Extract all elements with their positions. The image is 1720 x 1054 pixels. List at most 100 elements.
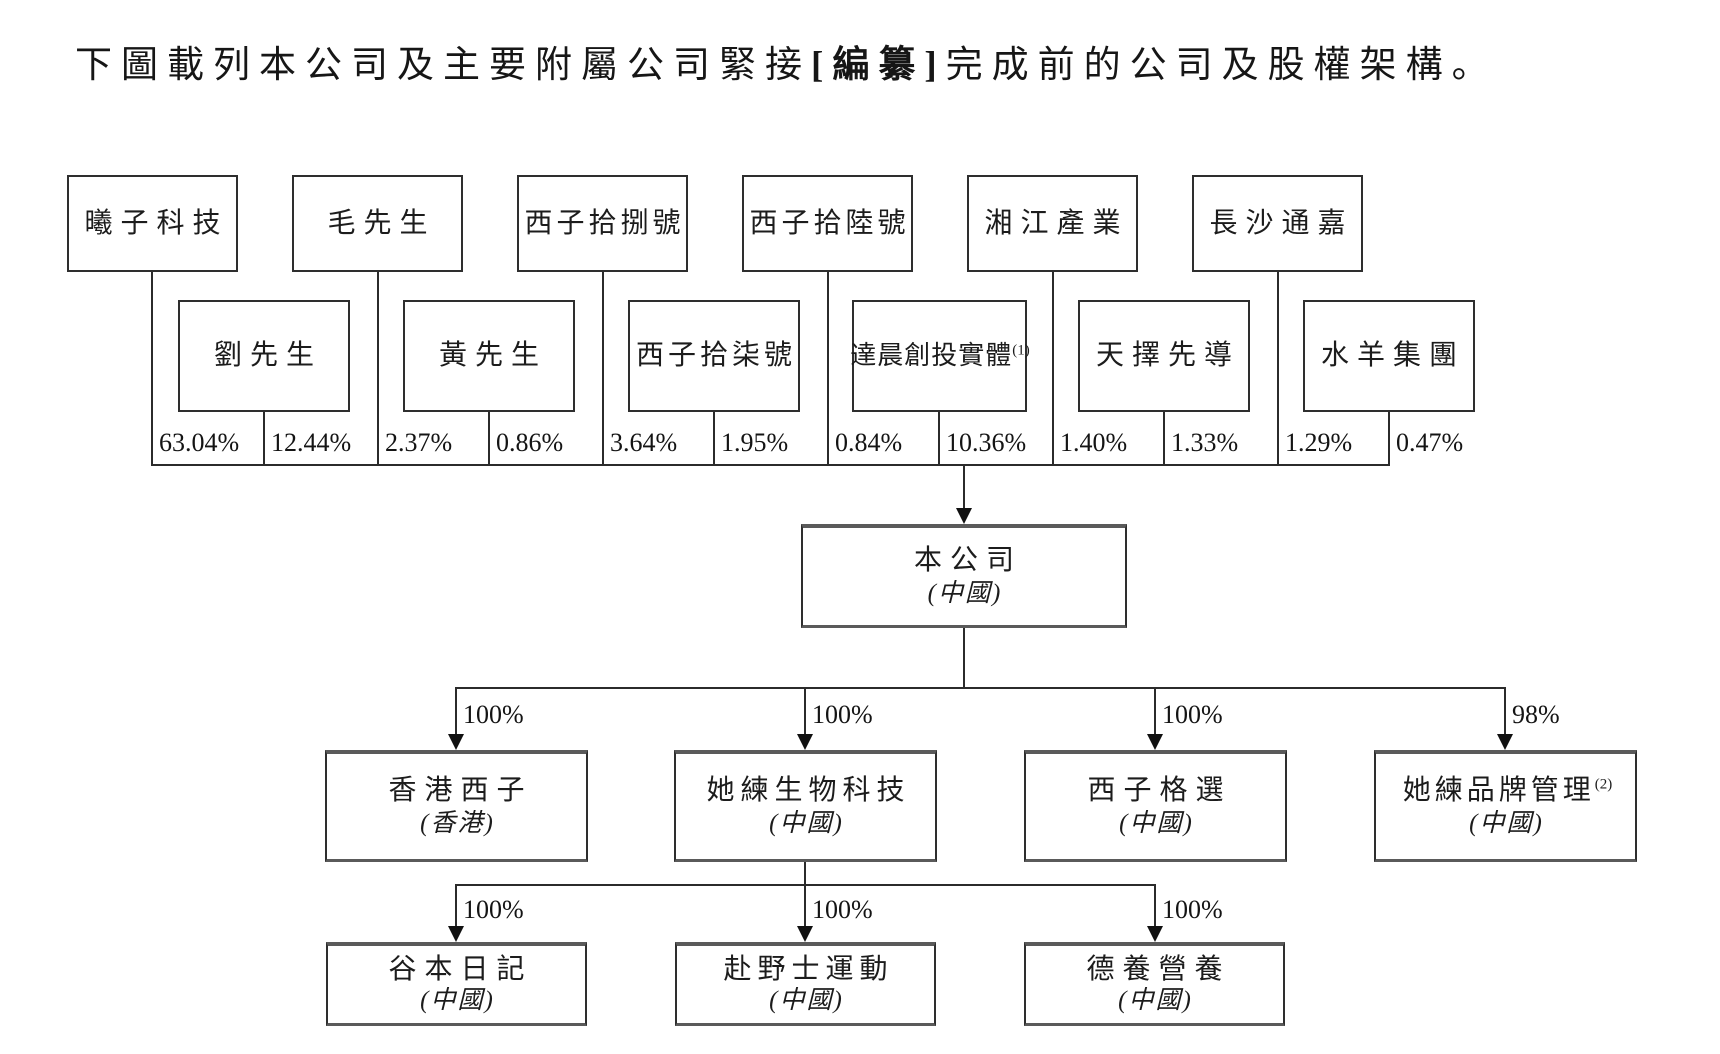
entity-name: 長沙通嘉 — [1209, 207, 1354, 239]
arrow-down-icon — [1497, 734, 1513, 750]
ownership-pct: 1.40% — [1060, 428, 1128, 457]
ownership-pct: 0.86% — [496, 428, 564, 457]
sub-subsidiary-box-deyang-nutrition: 德養營養 (中國) — [1024, 942, 1285, 1026]
footnote-marker: (2) — [1594, 776, 1613, 793]
arrow-down-icon — [797, 734, 813, 750]
connector-line — [804, 885, 806, 927]
ownership-pct: 100% — [1162, 895, 1223, 924]
entity-name: 黃先生 — [438, 340, 547, 371]
sub-subsidiary-box-fuyeshi-sports: 赴野士運動 (中國) — [675, 942, 936, 1026]
entity-region: (中國) — [769, 986, 844, 1014]
connector-line — [151, 272, 153, 466]
ownership-pct: 100% — [812, 895, 873, 924]
entity-name: 西子拾柒號 — [635, 340, 796, 371]
arrow-down-icon — [956, 508, 972, 524]
shareholder-box-xizi-tech: 曦子科技 — [67, 175, 238, 272]
shareholder-box-mr-huang: 黃先生 — [403, 300, 575, 412]
entity-name: 本公司 — [913, 544, 1022, 576]
entity-name: 德養營養 — [1086, 953, 1231, 985]
arrow-down-icon — [1147, 734, 1163, 750]
arrow-down-icon — [797, 926, 813, 942]
sub-subsidiary-box-guben-diary: 谷本日記 (中國) — [326, 942, 587, 1026]
subsidiary-box-talian-brand-mgmt: 她練品牌管理(2) (中國) — [1374, 750, 1637, 862]
ownership-pct: 100% — [463, 700, 524, 729]
ownership-pct: 98% — [1512, 700, 1560, 729]
footnote-marker: (1) — [1012, 342, 1030, 359]
entity-name: 赴野士運動 — [723, 953, 894, 985]
ownership-bus-line — [151, 464, 1390, 466]
shareholder-box-xizi-no18: 西子拾捌號 — [517, 175, 688, 272]
entity-name: 西子拾陸號 — [749, 207, 910, 239]
subsidiary-box-talian-biotech: 她練生物科技 (中國) — [674, 750, 937, 862]
ownership-pct: 10.36% — [946, 428, 1027, 457]
entity-name: 西子拾捌號 — [524, 207, 685, 239]
entity-name-text: 她練品牌管理 — [1402, 774, 1595, 806]
connector-line — [377, 272, 379, 466]
ownership-pct: 100% — [812, 700, 873, 729]
connector-line — [938, 412, 940, 466]
ownership-pct: 1.33% — [1171, 428, 1239, 457]
entity-name-text: 達晨創投實體 — [850, 341, 1013, 370]
connector-line — [1277, 272, 1279, 466]
connector-line — [263, 412, 265, 466]
entity-name: 達晨創投實體(1) — [849, 339, 1030, 373]
shareholder-box-tianze-xiandao: 天擇先導 — [1078, 300, 1250, 412]
entity-name: 水羊集團 — [1320, 340, 1465, 371]
diagram-title: 下圖載列本公司及主要附屬公司緊接[編纂]完成前的公司及股權架構。 — [75, 34, 1498, 88]
arrow-down-icon — [1147, 926, 1163, 942]
entity-name: 香港西子 — [388, 774, 533, 806]
entity-region: (中國) — [927, 579, 1003, 607]
entity-name: 曦子科技 — [84, 207, 229, 239]
shareholder-box-shuiyang-group: 水羊集團 — [1303, 300, 1475, 412]
company-box: 本公司 (中國) — [801, 524, 1127, 628]
entity-region: (中國) — [769, 809, 844, 837]
ownership-pct: 100% — [463, 895, 524, 924]
entity-name: 她練品牌管理(2) — [1399, 774, 1613, 808]
entity-region: (中國) — [420, 986, 495, 1014]
ownership-pct: 0.47% — [1396, 428, 1464, 457]
connector-line — [804, 862, 806, 885]
connector-line — [455, 688, 457, 735]
arrow-down-icon — [448, 734, 464, 750]
subsidiary-box-xizi-gexuan: 西子格選 (中國) — [1024, 750, 1287, 862]
entity-name: 谷本日記 — [388, 953, 533, 985]
connector-line — [1154, 885, 1156, 927]
shareholder-box-mr-mao: 毛先生 — [292, 175, 463, 272]
shareholder-box-xiangjiang-industry: 湘江產業 — [967, 175, 1138, 272]
connector-line — [1388, 412, 1390, 466]
ownership-pct: 1.95% — [721, 428, 789, 457]
title-bracket: [編纂] — [811, 45, 946, 86]
shareholder-box-xizi-no16: 西子拾陸號 — [742, 175, 913, 272]
entity-name: 她練生物科技 — [706, 774, 911, 806]
arrow-line-to-company — [963, 466, 965, 510]
connector-line — [1504, 688, 1506, 735]
arrow-down-icon — [448, 926, 464, 942]
entity-region: (中國) — [1118, 986, 1193, 1014]
shareholder-box-dachen-venture-entities: 達晨創投實體(1) — [849, 300, 1030, 412]
title-prefix: 下圖載列本公司及主要附屬公司緊接 — [75, 45, 811, 86]
connector-line — [1052, 272, 1054, 466]
connector-line — [963, 628, 965, 688]
title-suffix: 完成前的公司及股權架構。 — [945, 45, 1498, 86]
entity-region: (香港) — [420, 809, 495, 837]
connector-line — [455, 885, 457, 927]
shareholder-box-xizi-no17: 西子拾柒號 — [628, 300, 800, 412]
entity-name: 毛先生 — [327, 207, 436, 239]
ownership-pct: 2.37% — [385, 428, 453, 457]
shareholder-box-mr-liu: 劉先生 — [178, 300, 350, 412]
entity-name: 劉先生 — [213, 340, 322, 371]
ownership-pct: 100% — [1162, 700, 1223, 729]
entity-region: (中國) — [1119, 809, 1194, 837]
connector-line — [1163, 412, 1165, 466]
subsidiary-branch-line — [455, 687, 1506, 689]
entity-name: 天擇先導 — [1095, 340, 1240, 371]
connector-line — [804, 688, 806, 735]
ownership-pct: 1.29% — [1285, 428, 1353, 457]
ownership-pct: 12.44% — [271, 428, 352, 457]
ownership-pct: 0.84% — [835, 428, 903, 457]
connector-line — [713, 412, 715, 466]
connector-line — [602, 272, 604, 466]
subsidiary-box-hk-xizi: 香港西子 (香港) — [325, 750, 588, 862]
ownership-pct: 63.04% — [159, 428, 240, 457]
